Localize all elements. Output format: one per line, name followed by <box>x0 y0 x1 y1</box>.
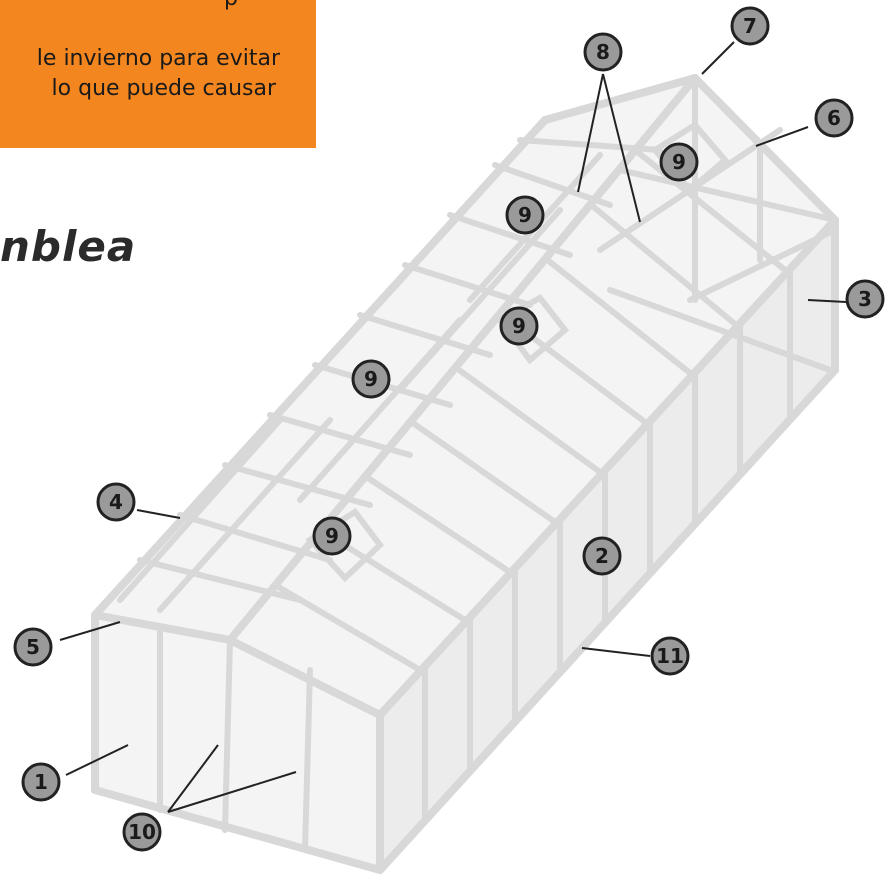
callout-9: 9 <box>351 359 391 399</box>
svg-text:5: 5 <box>26 635 40 659</box>
callout-1: 1 <box>21 762 61 802</box>
callout-leaders <box>59 41 847 813</box>
callout-7: 7 <box>730 6 770 46</box>
svg-text:7: 7 <box>743 14 757 38</box>
callout-10: 10 <box>122 812 162 852</box>
svg-text:11: 11 <box>656 644 684 668</box>
svg-text:10: 10 <box>128 820 156 844</box>
callout-4: 4 <box>96 482 136 522</box>
callout-9: 9 <box>659 142 699 182</box>
svg-text:8: 8 <box>596 40 610 64</box>
callout-3: 3 <box>845 279 885 319</box>
callout-2: 2 <box>582 536 622 576</box>
callout-9: 9 <box>499 306 539 346</box>
svg-text:9: 9 <box>672 150 686 174</box>
svg-text:1: 1 <box>34 770 48 794</box>
section-heading: nblea <box>0 222 137 271</box>
callout-8: 8 <box>583 32 623 72</box>
banner-text-top: p <box>224 0 238 11</box>
svg-text:6: 6 <box>827 106 841 130</box>
greenhouse-frame <box>91 74 839 874</box>
svg-text:9: 9 <box>518 203 532 227</box>
callout-6: 6 <box>814 98 854 138</box>
banner-text-line1: le invierno para evitar <box>36 46 280 71</box>
banner-text-line2: lo que puede causar <box>51 76 276 101</box>
svg-text:9: 9 <box>364 367 378 391</box>
callout-9: 9 <box>505 195 545 235</box>
callout-5: 5 <box>13 627 53 667</box>
svg-text:3: 3 <box>858 287 872 311</box>
svg-text:4: 4 <box>109 490 123 514</box>
callout-9: 9 <box>312 516 352 556</box>
svg-text:2: 2 <box>595 544 609 568</box>
info-banner: p le invierno para evitar lo que puede c… <box>0 0 316 148</box>
svg-text:9: 9 <box>512 314 526 338</box>
svg-text:9: 9 <box>325 524 339 548</box>
callout-11: 11 <box>650 636 690 676</box>
